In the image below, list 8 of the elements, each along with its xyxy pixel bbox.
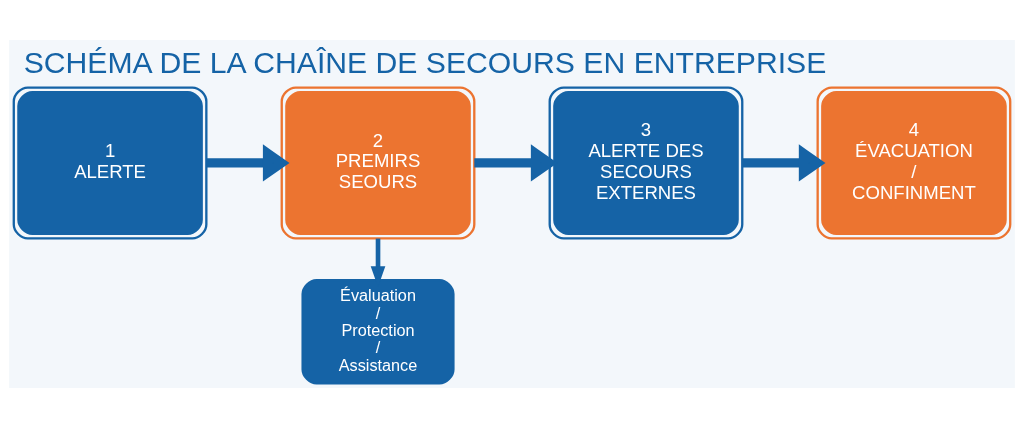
- arrow: [742, 143, 826, 182]
- node-box: 2 PREMIRS SEOURS: [280, 85, 476, 239]
- arrow: [206, 143, 290, 182]
- node-box: 3 ALERTE DES SECOURS EXTERNES: [548, 85, 744, 239]
- node-box: 4 ÉVACUATION / CONFINMENT: [816, 85, 1012, 239]
- node-box: Évaluation / Protection / Assistance: [301, 278, 455, 385]
- diagram-title: SCHÉMA DE LA CHAÎNE DE SECOURS EN ENTREPRISE: [23, 45, 827, 79]
- node-box: 1 ALERTE: [12, 85, 208, 239]
